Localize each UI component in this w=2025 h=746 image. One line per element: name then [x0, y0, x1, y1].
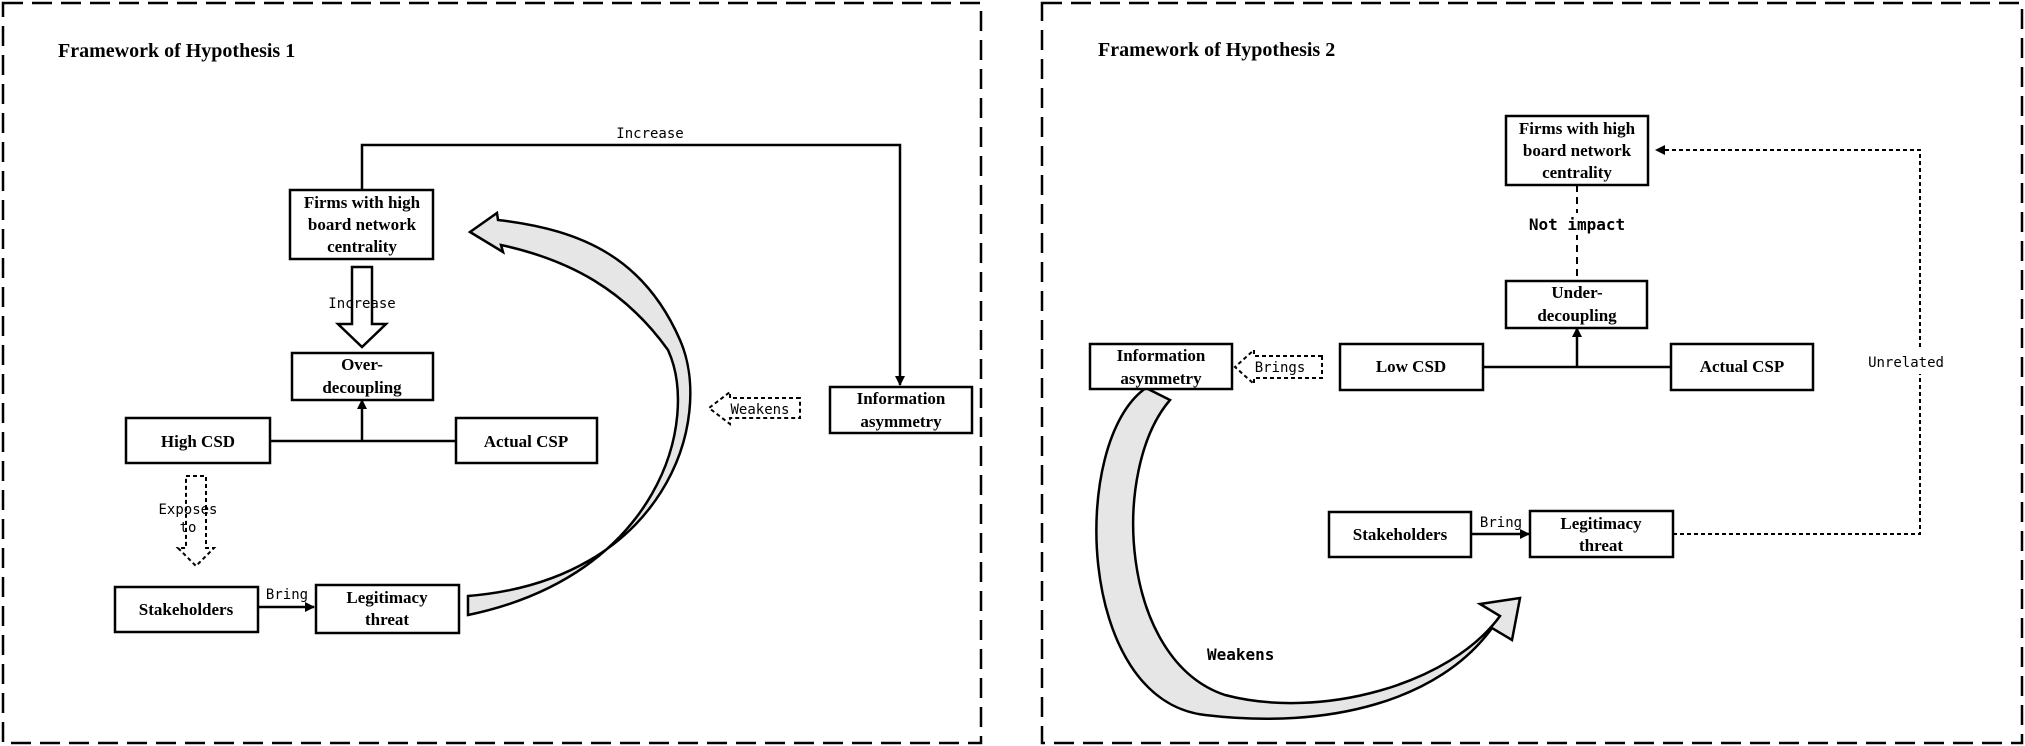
over-decoupling-line-2: decoupling: [322, 378, 402, 397]
increase-mid-label: Increase: [328, 296, 395, 312]
panel-hypothesis-2: Framework of Hypothesis 2 Not impact Unr…: [1040, 1, 2024, 745]
curved-feedback-arrow: [466, 210, 692, 617]
box-stakeholders-2: Stakeholders: [1327, 510, 1473, 559]
unrelated-connector-arrow: [1655, 145, 1921, 535]
firms-line-2: board network: [308, 215, 417, 234]
not-impact-label: Not impact: [1529, 215, 1625, 234]
under-decoupling-line-2: decoupling: [1537, 306, 1617, 325]
box-firms-high-centrality-2: Firms with high board network centrality: [1504, 114, 1650, 187]
legitimacy-line-1-p1: Legitimacy: [346, 588, 428, 607]
weakens-curved-arrow: [1095, 386, 1522, 721]
box-stakeholders-1: Stakeholders: [113, 585, 260, 634]
info-asym-line-1-p1: Information: [857, 389, 946, 408]
info-asym-line-2-p2: asymmetry: [1120, 369, 1202, 388]
weakens-label-1: Weakens: [730, 402, 789, 418]
exposes-to-arrow: [175, 475, 217, 568]
increase-connector-arrow: [360, 143, 905, 386]
box-legitimacy-threat-1: Legitimacy threat: [314, 583, 461, 635]
box-firms-high-centrality: Firms with high board network centrality: [288, 188, 435, 261]
unrelated-label: Unrelated: [1868, 355, 1944, 371]
info-asym-line-2-p1: asymmetry: [860, 412, 942, 431]
bring-label-1: Bring: [266, 587, 308, 603]
firms2-line-1: Firms with high: [1519, 119, 1636, 138]
stakeholders-text-2: Stakeholders: [1353, 525, 1448, 544]
box-actual-csp-2: Actual CSP: [1669, 342, 1815, 392]
brings-label: Brings: [1255, 360, 1306, 376]
legitimacy-line-2-p2: threat: [1579, 536, 1623, 555]
panel-2-frame: [1040, 1, 2024, 745]
bring-label-2: Bring: [1480, 515, 1522, 531]
firms2-line-2: board network: [1523, 141, 1632, 160]
firms-line-1: Firms with high: [304, 193, 421, 212]
actual-csp-text-2: Actual CSP: [1700, 357, 1785, 376]
box-information-asymmetry-2: Information asymmetry: [1088, 342, 1234, 391]
actual-csp-text-1: Actual CSP: [484, 432, 569, 451]
unrelated-label-bg: [1862, 350, 1942, 374]
box-high-csd: High CSD: [124, 416, 272, 465]
panel-hypothesis-1: Framework of Hypothesis 1 Increase Weake…: [1, 1, 983, 745]
exposes-label-line1: Exposes: [158, 502, 217, 518]
not-impact-label-bg: [1541, 213, 1613, 235]
low-csd-text: Low CSD: [1376, 357, 1446, 376]
brings-arrow: [1233, 347, 1323, 387]
panel-1-frame: [1, 1, 983, 745]
high-csd-text: High CSD: [161, 432, 235, 451]
over-decoupling-line-1: Over-: [341, 355, 383, 374]
box-low-csd: Low CSD: [1338, 342, 1485, 392]
panel-1-title: Framework of Hypothesis 1: [58, 40, 295, 62]
firms2-line-3: centrality: [1542, 163, 1612, 182]
increase-down-arrow: [334, 265, 390, 349]
increase-top-label: Increase: [616, 126, 683, 142]
firms-line-3: centrality: [327, 237, 397, 256]
panel-2-title: Framework of Hypothesis 2: [1098, 39, 1335, 61]
info-asym-line-1-p2: Information: [1117, 346, 1206, 365]
weakens-arrow: [707, 389, 801, 427]
box-actual-csp-1: Actual CSP: [454, 416, 599, 465]
exposes-label-line2: to: [180, 520, 197, 536]
box-information-asymmetry-1: Information asymmetry: [828, 385, 974, 435]
box-under-decoupling: Under- decoupling: [1504, 279, 1649, 330]
box-over-decoupling: Over- decoupling: [290, 351, 435, 402]
legitimacy-line-1-p2: Legitimacy: [1560, 514, 1642, 533]
box-legitimacy-threat-2: Legitimacy threat: [1528, 509, 1675, 559]
weakens-label-2: Weakens: [1207, 645, 1274, 664]
stakeholders-text-1: Stakeholders: [139, 600, 234, 619]
legitimacy-line-2-p1: threat: [365, 610, 409, 629]
under-decoupling-line-1: Under-: [1551, 283, 1603, 302]
